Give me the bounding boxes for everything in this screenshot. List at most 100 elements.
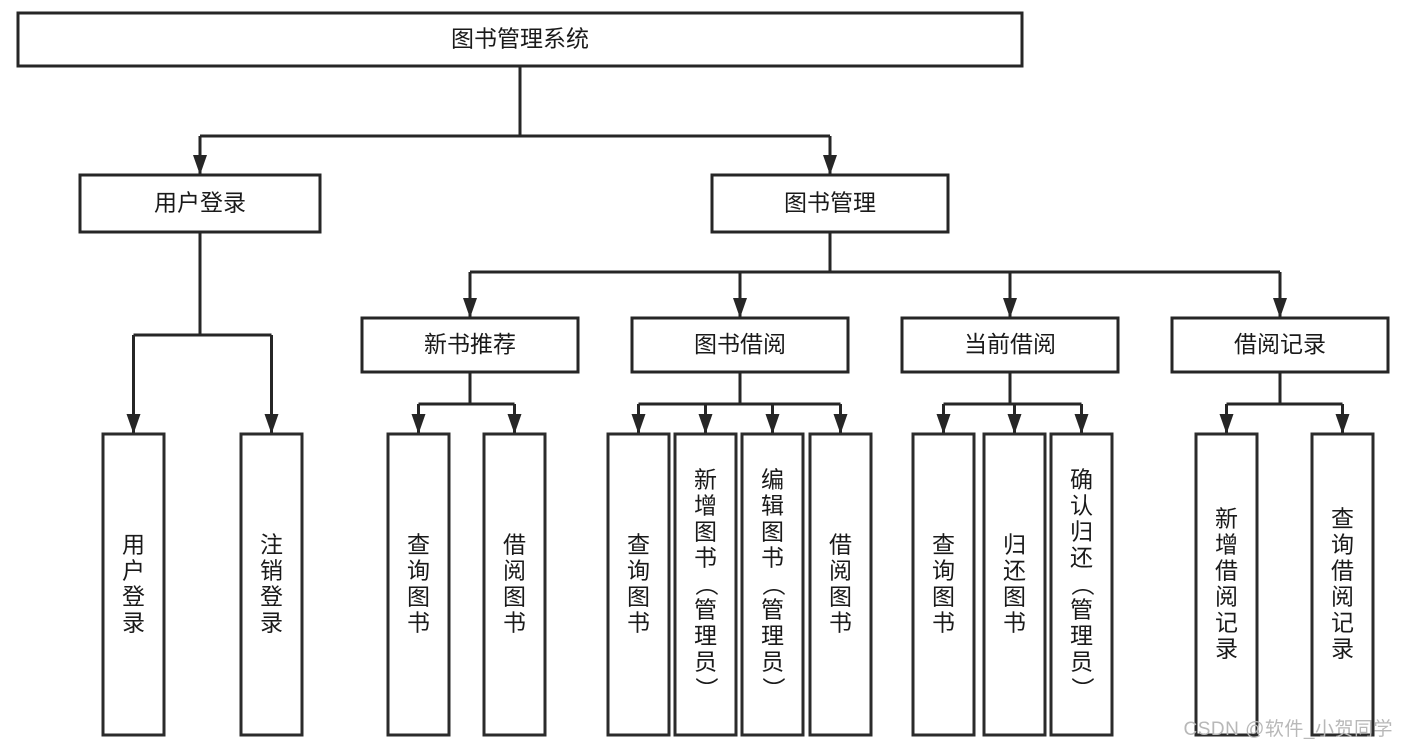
node-root[interactable]: 图书管理系统 — [16, 11, 1024, 68]
arrowhead — [1273, 298, 1287, 318]
arrowhead — [631, 414, 646, 434]
node-label-leaf-confirm-return: 管 — [1070, 597, 1093, 623]
arrowhead — [193, 155, 207, 175]
node-label-leaf-query-book-current: 书 — [932, 610, 955, 636]
node-label-book-management: 图书管理 — [784, 190, 876, 216]
node-label-leaf-query-book-current: 图 — [932, 584, 955, 610]
node-label-user-login: 用户登录 — [154, 190, 246, 216]
node-label-leaf-borrow-book: 图 — [829, 584, 852, 610]
node-label-book-borrow: 图书借阅 — [694, 331, 786, 357]
node-label-leaf-add-borrow-record: 增 — [1215, 532, 1238, 558]
node-label-leaf-borrow-book-recommend: 图 — [503, 584, 526, 610]
arrowhead — [823, 155, 837, 175]
node-label-leaf-borrow-book: 借 — [829, 532, 852, 558]
node-label-leaf-return-book: 归 — [1003, 532, 1026, 558]
node-label-leaf-user-logout: 录 — [260, 610, 283, 636]
node-box-leaf-query-book-borrow — [606, 432, 671, 737]
node-label-leaf-edit-book: 管 — [761, 597, 784, 623]
arrowhead — [765, 414, 780, 434]
node-box-user-login — [78, 173, 322, 234]
node-book-management[interactable]: 图书管理 — [710, 173, 950, 234]
node-label-leaf-add-book: 管 — [694, 597, 717, 623]
node-label-leaf-add-borrow-record: 录 — [1215, 636, 1238, 662]
node-box-current-borrow — [900, 316, 1120, 374]
node-leaf-user-login[interactable]: 用户登录 — [101, 432, 166, 737]
node-label-leaf-query-book-current: 查 — [932, 532, 955, 558]
node-label-leaf-confirm-return: 还 — [1070, 545, 1093, 571]
node-label-leaf-borrow-book: 阅 — [829, 558, 852, 584]
node-label-leaf-query-book-borrow: 书 — [627, 610, 650, 636]
node-label-leaf-return-book: 书 — [1003, 610, 1026, 636]
node-box-borrow-record — [1170, 316, 1390, 374]
nodes-layer: 图书管理系统用户登录图书管理新书推荐图书借阅当前借阅借阅记录用户登录注销登录查询… — [16, 11, 1390, 737]
node-box-leaf-query-borrow-record — [1310, 432, 1375, 737]
node-box-root — [16, 11, 1024, 68]
node-label-leaf-query-book-recommend: 书 — [407, 610, 430, 636]
edge-book-management-bus — [463, 232, 1287, 318]
arrowhead — [1003, 298, 1017, 318]
node-label-root: 图书管理系统 — [451, 26, 589, 52]
node-box-leaf-add-book — [673, 432, 738, 737]
arrowhead — [507, 414, 522, 434]
node-label-leaf-query-borrow-record: 借 — [1331, 558, 1354, 584]
node-box-leaf-borrow-book-recommend — [482, 432, 547, 737]
node-label-leaf-add-borrow-record: 记 — [1215, 610, 1238, 636]
node-label-leaf-add-book: ） — [694, 677, 720, 700]
node-label-leaf-return-book: 还 — [1003, 558, 1026, 584]
node-box-leaf-query-book-current — [911, 432, 976, 737]
edge-user-login-bus — [126, 232, 279, 434]
node-label-leaf-query-borrow-record: 录 — [1331, 636, 1354, 662]
node-box-leaf-confirm-return — [1049, 432, 1114, 737]
node-label-leaf-query-borrow-record: 查 — [1331, 506, 1354, 532]
node-label-leaf-confirm-return: ） — [1070, 677, 1096, 700]
node-borrow-record[interactable]: 借阅记录 — [1170, 316, 1390, 374]
csdn-watermark: CSDN @软件_小贺同学 — [1183, 719, 1393, 740]
node-label-leaf-query-book-current: 询 — [932, 558, 955, 584]
node-label-leaf-borrow-book: 书 — [829, 610, 852, 636]
edge-borrow-record-bus — [1219, 372, 1350, 434]
node-label-leaf-edit-book: 辑 — [761, 493, 784, 519]
edge-book-borrow-bus — [631, 372, 848, 434]
arrowhead — [264, 414, 279, 434]
node-label-leaf-query-book-recommend: 查 — [407, 532, 430, 558]
node-user-login[interactable]: 用户登录 — [78, 173, 322, 234]
node-box-leaf-borrow-book — [808, 432, 873, 737]
node-label-leaf-add-book: 书 — [694, 545, 717, 571]
node-label-leaf-edit-book: 书 — [761, 545, 784, 571]
arrowhead — [1007, 414, 1022, 434]
edge-root-bus — [193, 66, 837, 175]
node-label-new-book-recommend: 新书推荐 — [424, 331, 516, 357]
node-label-leaf-user-login: 用 — [122, 532, 145, 558]
node-label-leaf-user-logout: 注 — [260, 532, 283, 558]
node-label-leaf-edit-book: 理 — [761, 623, 784, 649]
node-book-borrow[interactable]: 图书借阅 — [630, 316, 850, 374]
arrowhead — [936, 414, 951, 434]
node-label-current-borrow: 当前借阅 — [964, 331, 1056, 357]
node-label-leaf-user-logout: 登 — [260, 584, 283, 610]
node-label-leaf-add-book: （ — [694, 573, 720, 596]
arrowhead — [1074, 414, 1089, 434]
node-new-book-recommend[interactable]: 新书推荐 — [360, 316, 580, 374]
node-label-leaf-return-book: 图 — [1003, 584, 1026, 610]
arrowhead — [733, 298, 747, 318]
node-label-borrow-record: 借阅记录 — [1234, 331, 1326, 357]
node-label-leaf-edit-book: ） — [761, 677, 787, 700]
arrowhead — [698, 414, 713, 434]
node-box-book-management — [710, 173, 950, 234]
node-label-leaf-confirm-return: （ — [1070, 573, 1096, 596]
node-current-borrow[interactable]: 当前借阅 — [900, 316, 1120, 374]
node-label-leaf-query-book-recommend: 询 — [407, 558, 430, 584]
